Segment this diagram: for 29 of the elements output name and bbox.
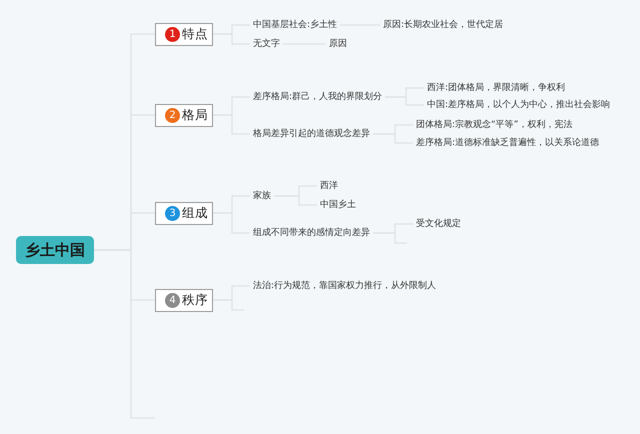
topic-label: 特点	[182, 26, 208, 42]
topic-label: 秩序	[182, 292, 208, 308]
branch-text: 法治:行为规范，靠国家权力推行，从外限制人	[250, 280, 440, 292]
branch-text: 家族	[250, 190, 274, 202]
number-badge: 4	[165, 292, 180, 308]
branch-text: 中国乡土	[317, 198, 359, 212]
branch-text: 受文化规定	[413, 218, 464, 230]
number-badge: 2	[165, 108, 180, 122]
central-topic: 乡土中国	[16, 236, 94, 264]
topic-box	[155, 288, 213, 312]
number-badge: 1	[165, 26, 180, 42]
branch-text: 差序格局:道德标准缺乏普遍性，以关系论道德	[413, 136, 602, 150]
branch-text: 西洋	[317, 180, 341, 192]
number-badge: 3	[165, 206, 180, 220]
branch-text: 无文字	[250, 38, 283, 50]
branch-text: 差序格局:群己，人我的界限划分	[250, 90, 386, 104]
branch-text: 组成不同带来的感情定向差异	[250, 226, 373, 240]
topic-label: 组成	[182, 204, 208, 222]
branch-text: 原因	[326, 38, 350, 50]
branch-text: 原因:长期农业社会，世代定居	[380, 18, 506, 32]
topic-box	[155, 104, 213, 126]
topic-box	[155, 202, 213, 224]
branch-text: 中国:差序格局，以个人为中心，推出社会影响	[424, 98, 614, 112]
topic-label: 格局	[182, 106, 208, 124]
branch-text: 格局差异引起的道德观念差异	[250, 128, 373, 140]
topic-box	[155, 22, 213, 46]
branch-text: 中国基层社会:乡土性	[250, 18, 340, 32]
branch-text: 西洋:团体格局，界限清晰，争权利	[424, 82, 568, 94]
branch-text: 团体格局:宗教观念“平等”，权利，宪法	[413, 118, 576, 132]
